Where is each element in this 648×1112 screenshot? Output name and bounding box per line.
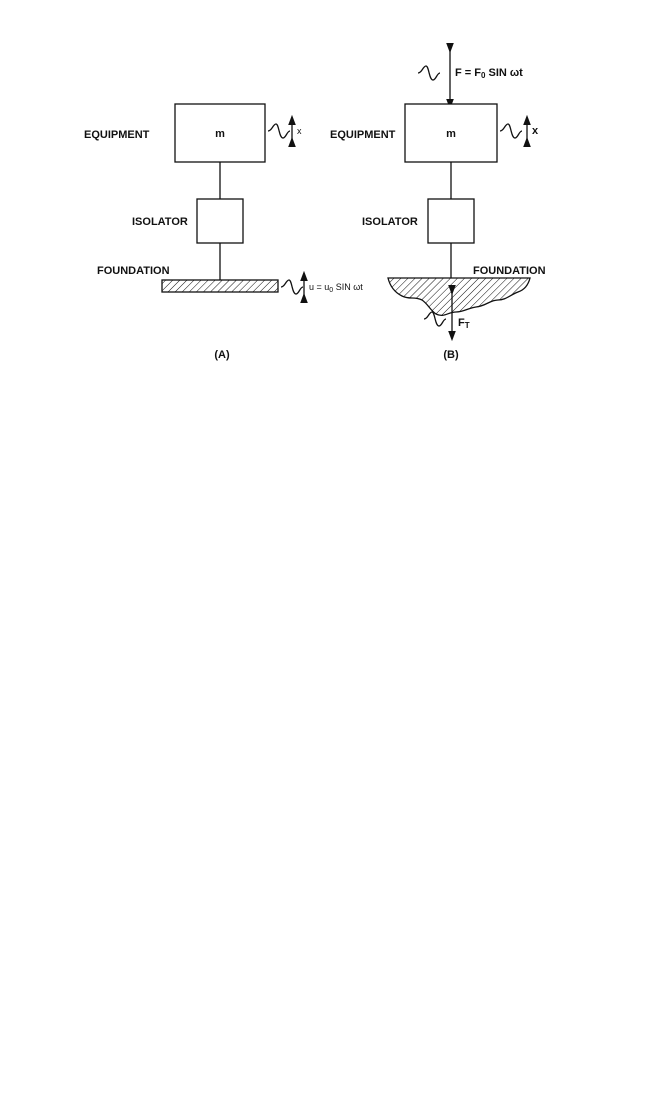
caption-b: (B): [443, 349, 459, 361]
base-motion-label: u = u0 SIN ωt: [309, 282, 363, 294]
displacement-label: x: [532, 125, 539, 137]
isolator-label: ISOLATOR: [132, 216, 188, 228]
force-label: F = F0 SIN ωt: [455, 67, 523, 80]
caption-a: (A): [214, 349, 230, 361]
isolator-box: [197, 199, 243, 243]
displacement-wave-icon: [500, 124, 522, 138]
foundation-label: FOUNDATION: [473, 265, 546, 277]
force-wave-icon: [418, 66, 440, 80]
displacement-label: x: [297, 126, 302, 136]
displacement-wave-icon: [268, 124, 290, 138]
panel-b: F = F0 SIN ωt m EQUIPMENT x ISOLATOR FOU…: [330, 48, 546, 361]
foundation-slab: [162, 280, 278, 292]
equipment-label: EQUIPMENT: [84, 129, 150, 141]
transmitted-force-label: FT: [458, 317, 470, 330]
base-motion-wave-icon: [281, 280, 303, 294]
foundation-label: FOUNDATION: [97, 265, 170, 277]
foundation-ground: [388, 278, 530, 315]
isolator-box: [428, 199, 474, 243]
mass-label: m: [215, 128, 225, 140]
panel-a: m EQUIPMENT x ISOLATOR FOUNDATION u = u0…: [84, 104, 363, 361]
equipment-label: EQUIPMENT: [330, 129, 396, 141]
isolator-label: ISOLATOR: [362, 216, 418, 228]
mass-label: m: [446, 128, 456, 140]
